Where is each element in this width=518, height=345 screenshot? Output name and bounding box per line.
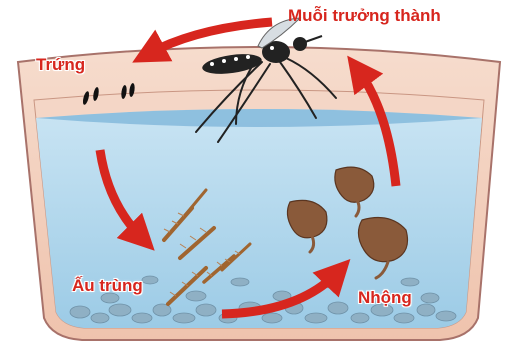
water-container [18,47,500,340]
label-egg: Trứng [36,55,85,75]
label-adult-mosquito: Muỗi trưởng thành [288,6,441,26]
label-pupa: Nhộng [358,288,412,308]
label-larva: Ấu trùng [72,276,143,296]
